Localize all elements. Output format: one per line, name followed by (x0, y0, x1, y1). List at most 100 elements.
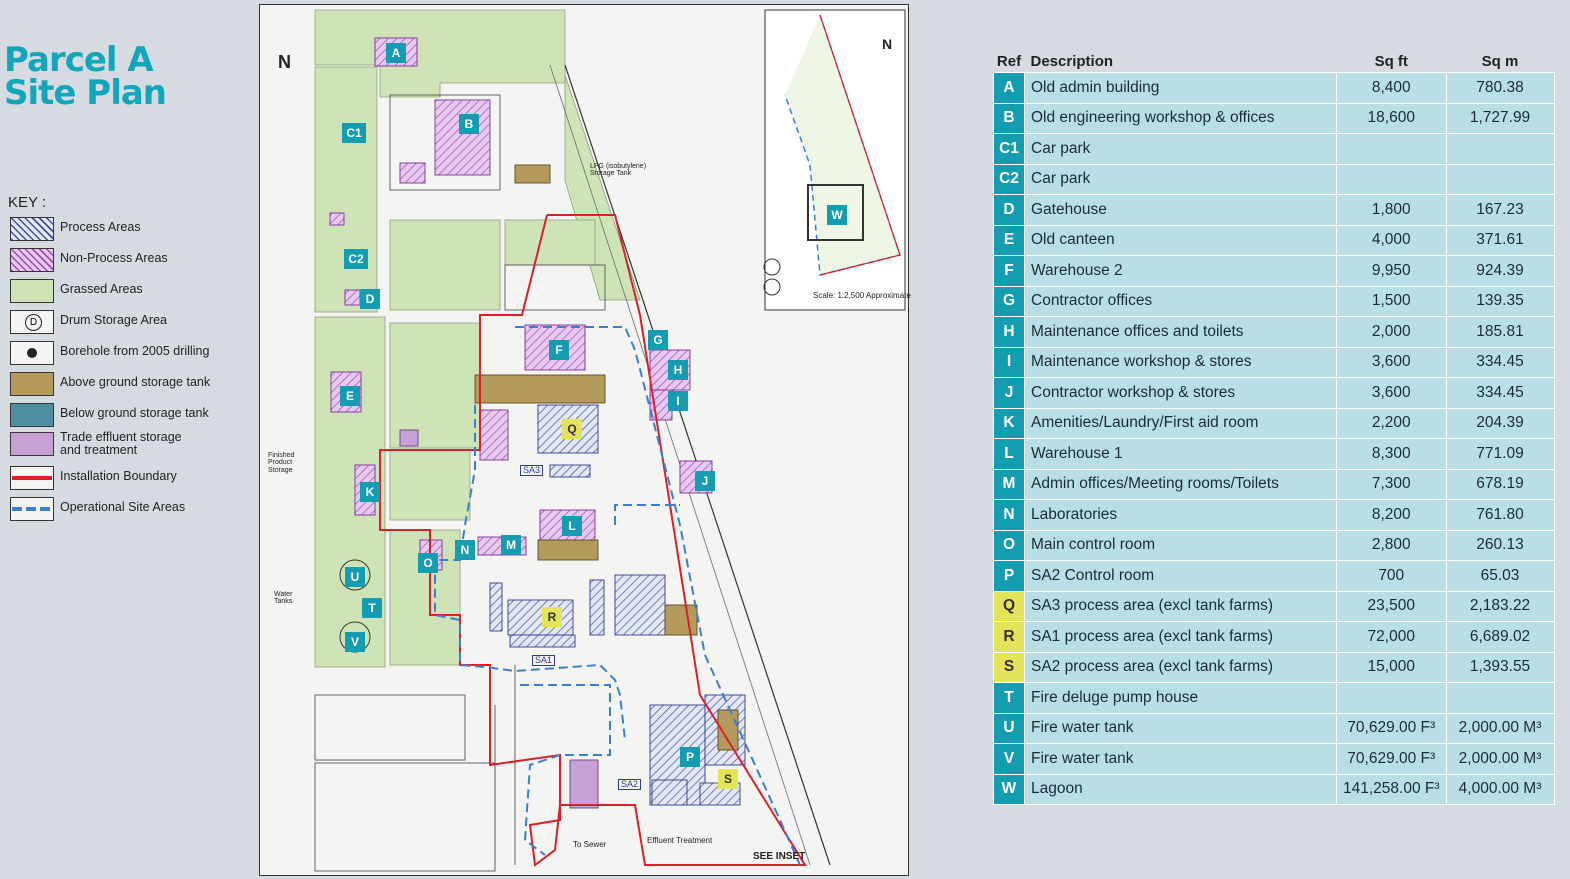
map-marker-i[interactable]: I (668, 391, 688, 411)
sa3-label: SA3 (520, 465, 544, 477)
key-item: Operational Site Areas (10, 497, 250, 523)
map-marker-v[interactable]: V (345, 632, 365, 652)
finished-product-label: Finished Product Storage (268, 452, 295, 474)
sqft-cell: 8,300 (1336, 438, 1447, 470)
sqft-cell: 3,600 (1336, 346, 1447, 378)
map-marker-g[interactable]: G (648, 330, 668, 350)
map-marker-l[interactable]: L (562, 516, 582, 536)
map-marker-c2[interactable]: C2 (344, 249, 368, 269)
description-cell: Contractor offices (1024, 285, 1337, 317)
description-cell: Warehouse 2 (1024, 255, 1337, 287)
map-marker-o[interactable]: O (418, 553, 438, 573)
effluent-treatment-label: Effluent Treatment (647, 836, 713, 845)
sqm-cell: 4,000.00 M³ (1445, 773, 1555, 805)
map-marker-q[interactable]: Q (562, 419, 582, 439)
sqm-cell: 204.39 (1445, 407, 1555, 439)
description-cell: Maintenance workshop & stores (1024, 346, 1337, 378)
key-swatch-drum: D (10, 310, 54, 334)
ref-cell: M (993, 468, 1025, 500)
key-label: Borehole from 2005 drilling (60, 344, 210, 358)
sqft-cell: 70,629.00 F³ (1336, 712, 1447, 744)
water-tanks-label: Water Tanks (274, 591, 293, 606)
ref-cell: W (993, 773, 1025, 805)
map-marker-c1[interactable]: C1 (342, 123, 366, 143)
key-heading: KEY : (8, 194, 47, 211)
map-marker-b[interactable]: B (459, 114, 479, 134)
description-cell: SA2 process area (excl tank farms) (1024, 651, 1337, 683)
key-label: Process Areas (60, 220, 141, 234)
map-marker-e[interactable]: E (340, 386, 360, 406)
sqm-cell: 1,727.99 (1445, 102, 1555, 134)
key-swatch-lilac (10, 432, 54, 456)
key-item: Below ground storage tank (10, 403, 250, 429)
ref-cell: V (993, 743, 1025, 775)
map-marker-d[interactable]: D (360, 289, 380, 309)
key-swatch-teal (10, 403, 54, 427)
sqm-cell: 2,000.00 M³ (1445, 712, 1555, 744)
above-ground-tanks (474, 164, 739, 751)
page-title: Parcel A Site Plan (4, 43, 167, 110)
sqft-cell: 2,800 (1336, 529, 1447, 561)
map-marker-n[interactable]: N (455, 540, 475, 560)
process-areas (489, 404, 746, 806)
ref-cell: F (993, 255, 1025, 287)
sqft-cell: 23,500 (1336, 590, 1447, 622)
ref-cell: J (993, 377, 1025, 409)
map-marker-m[interactable]: M (501, 535, 521, 555)
map-marker-u[interactable]: U (345, 567, 365, 587)
map-marker-a[interactable]: A (386, 43, 406, 63)
map-marker-p[interactable]: P (680, 747, 700, 767)
key-swatch-blue-dash (10, 497, 54, 521)
key-label: Trade effluent storage and treatment (60, 430, 182, 457)
description-cell: Contractor workshop & stores (1024, 377, 1337, 409)
map-marker-f[interactable]: F (549, 340, 569, 360)
sqft-cell (1336, 133, 1447, 165)
sqft-cell: 2,200 (1336, 407, 1447, 439)
map-marker-s[interactable]: S (718, 769, 738, 789)
ref-cell: H (993, 316, 1025, 348)
map-marker-k[interactable]: K (360, 482, 380, 502)
sqft-cell: 72,000 (1336, 621, 1447, 653)
ref-cell: Q (993, 590, 1025, 622)
north-arrow-label: N (278, 52, 291, 72)
key-item: Process Areas (10, 217, 250, 243)
trade-effluent-areas (399, 429, 599, 809)
sqft-cell: 8,200 (1336, 499, 1447, 531)
map-marker-h[interactable]: H (668, 360, 688, 380)
ref-cell: C2 (993, 163, 1025, 195)
map-marker-j[interactable]: J (695, 471, 715, 491)
sqm-cell: 371.61 (1445, 224, 1555, 256)
sqft-cell (1336, 163, 1447, 195)
description-cell: Old engineering workshop & offices (1024, 102, 1337, 134)
description-cell: Admin offices/Meeting rooms/Toilets (1024, 468, 1337, 500)
sqft-cell: 9,950 (1336, 255, 1447, 287)
ref-cell: I (993, 346, 1025, 378)
inset-map (763, 9, 906, 311)
map-marker-r[interactable]: R (542, 607, 562, 627)
key-swatch-hatch-blue (10, 217, 54, 241)
map-marker-t[interactable]: T (362, 598, 382, 618)
map-marker-w[interactable]: W (827, 205, 847, 225)
key-item: Borehole from 2005 drilling (10, 341, 250, 367)
sqm-cell: 2,183.22 (1445, 590, 1555, 622)
sa1-label: SA1 (532, 655, 556, 667)
description-cell: Old canteen (1024, 224, 1337, 256)
sa2-label: SA2 (618, 779, 642, 791)
description-cell: Fire deluge pump house (1024, 682, 1337, 714)
